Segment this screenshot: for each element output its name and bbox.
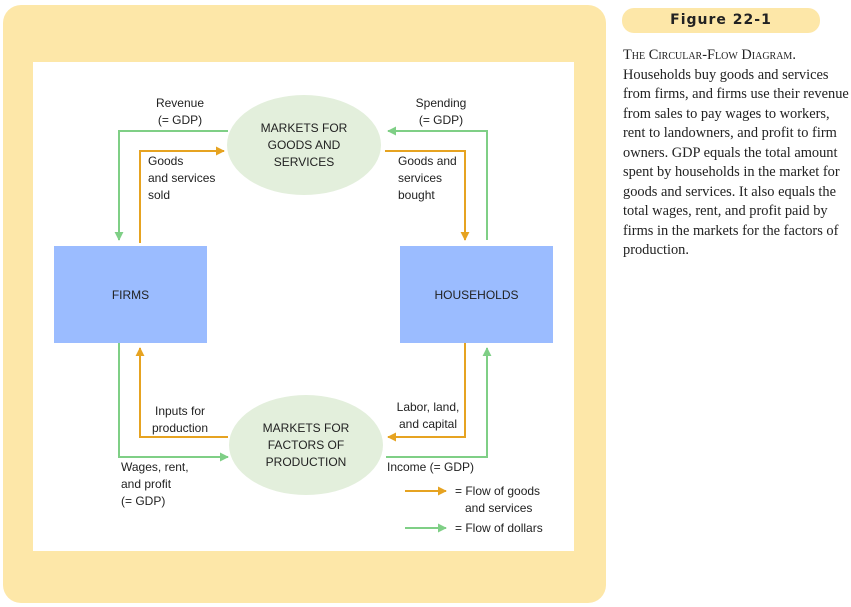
figure-label: Figure 22-1 — [622, 8, 820, 33]
goods-bought-label: Goods and services bought — [398, 154, 457, 202]
legend-dollar-label: = Flow of dollars — [455, 521, 543, 535]
legend-goods-label: = Flow of goods and services — [455, 484, 541, 515]
inputs-arrow — [135, 347, 228, 438]
spending-label: Spending (= GDP) — [415, 96, 467, 127]
caption-title: The Circular-Flow Diagram. — [623, 47, 796, 63]
labor-label: Labor, land, and capital — [396, 400, 460, 431]
goods-bought-arrow — [385, 150, 470, 241]
figure-caption: The Circular-Flow Diagram. Households bu… — [623, 46, 849, 261]
goods-sold-label: Goods and services sold — [148, 154, 216, 202]
inputs-label: Inputs for production — [151, 404, 209, 435]
income-arrow — [386, 347, 492, 458]
wages-label: Wages, rent, and profit (= GDP) — [121, 460, 189, 508]
revenue-label: Revenue (= GDP) — [155, 96, 205, 127]
wages-arrow — [118, 343, 229, 462]
firms-box: FIRMS — [54, 246, 207, 343]
labor-arrow — [387, 343, 466, 442]
revenue-arrow — [114, 130, 228, 241]
spending-arrow — [387, 126, 488, 240]
goods-sold-arrow — [139, 146, 225, 243]
income-label: Income (= GDP) — [387, 460, 475, 474]
caption-text: Households buy goods and services from f… — [623, 66, 849, 259]
households-box: HOUSEHOLDS — [400, 246, 553, 343]
markets-factors-production: MARKETS FOR FACTORS OF PRODUCTION — [229, 395, 383, 495]
markets-goods-services: MARKETS FOR GOODS AND SERVICES — [227, 95, 381, 195]
